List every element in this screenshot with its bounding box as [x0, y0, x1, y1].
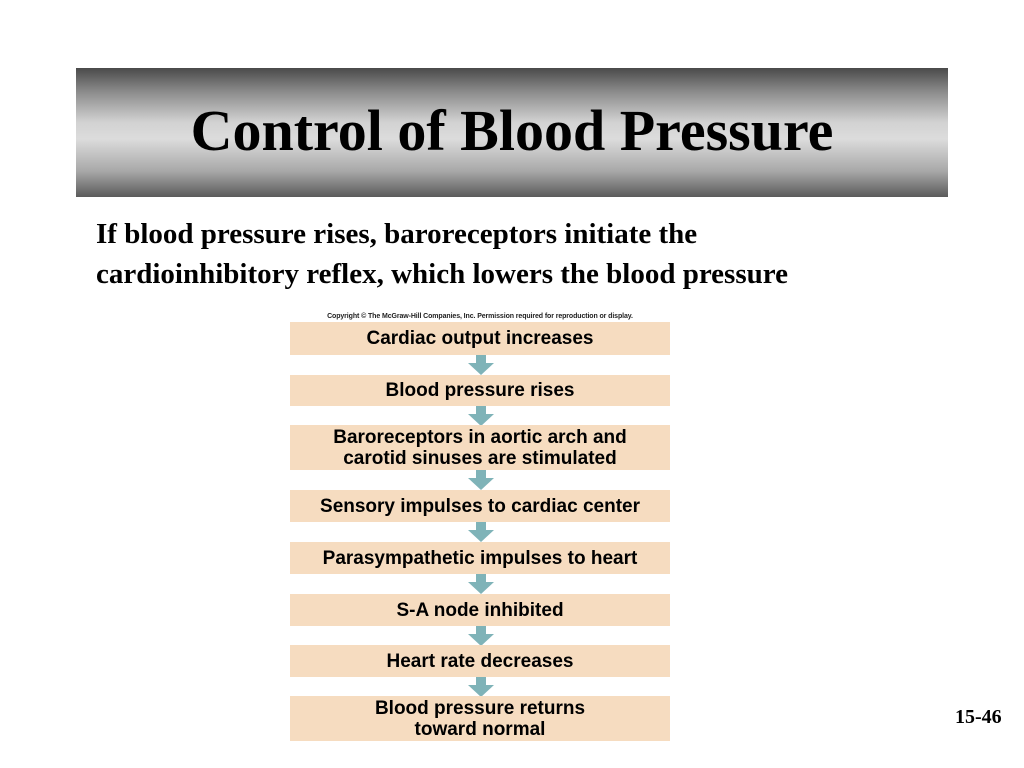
flow-step-cardiac-output: Cardiac output increases [290, 322, 670, 355]
flow-step-baroreceptors: Baroreceptors in aortic arch and carotid… [290, 425, 670, 470]
down-arrow-icon [468, 677, 494, 697]
intro-line-2: cardioinhibitory reflex, which lowers th… [96, 258, 788, 290]
flow-step-line: Sensory impulses to cardiac center [320, 495, 640, 517]
intro-text: If blood pressure rises, baroreceptors i… [96, 214, 976, 294]
down-arrow-icon [468, 522, 494, 542]
intro-line-1: If blood pressure rises, baroreceptors i… [96, 218, 698, 250]
flow-step-heart-rate: Heart rate decreases [290, 645, 670, 677]
flow-step-sensory-impulses: Sensory impulses to cardiac center [290, 490, 670, 522]
flow-step-line: carotid sinuses are stimulated [343, 447, 617, 469]
flow-step-parasympathetic: Parasympathetic impulses to heart [290, 542, 670, 574]
down-arrow-icon [468, 626, 494, 646]
flow-step-line: toward normal [414, 718, 546, 740]
down-arrow-icon [468, 355, 494, 375]
down-arrow-icon [468, 574, 494, 594]
flow-step-line: S-A node inhibited [396, 599, 564, 621]
down-arrow-icon [468, 470, 494, 490]
flow-step-line: Blood pressure returns [374, 697, 586, 719]
flow-step-line: Heart rate decreases [386, 650, 574, 672]
flow-step-line: Parasympathetic impulses to heart [322, 547, 638, 569]
flow-step-bp-returns: Blood pressure returns toward normal [290, 696, 670, 741]
flow-step-sa-node: S-A node inhibited [290, 594, 670, 626]
figure-copyright: Copyright © The McGraw-Hill Companies, I… [327, 313, 633, 320]
flow-step-line: Baroreceptors in aortic arch and [333, 426, 627, 448]
title-bar: Control of Blood Pressure [76, 68, 948, 197]
down-arrow-icon [468, 406, 494, 426]
flow-step-line: Cardiac output increases [366, 328, 594, 349]
slide-title: Control of Blood Pressure [190, 97, 834, 163]
flow-step-line: Blood pressure rises [385, 380, 575, 401]
slide-number: 15-46 [955, 706, 1002, 728]
flow-step-bp-rises: Blood pressure rises [290, 375, 670, 406]
